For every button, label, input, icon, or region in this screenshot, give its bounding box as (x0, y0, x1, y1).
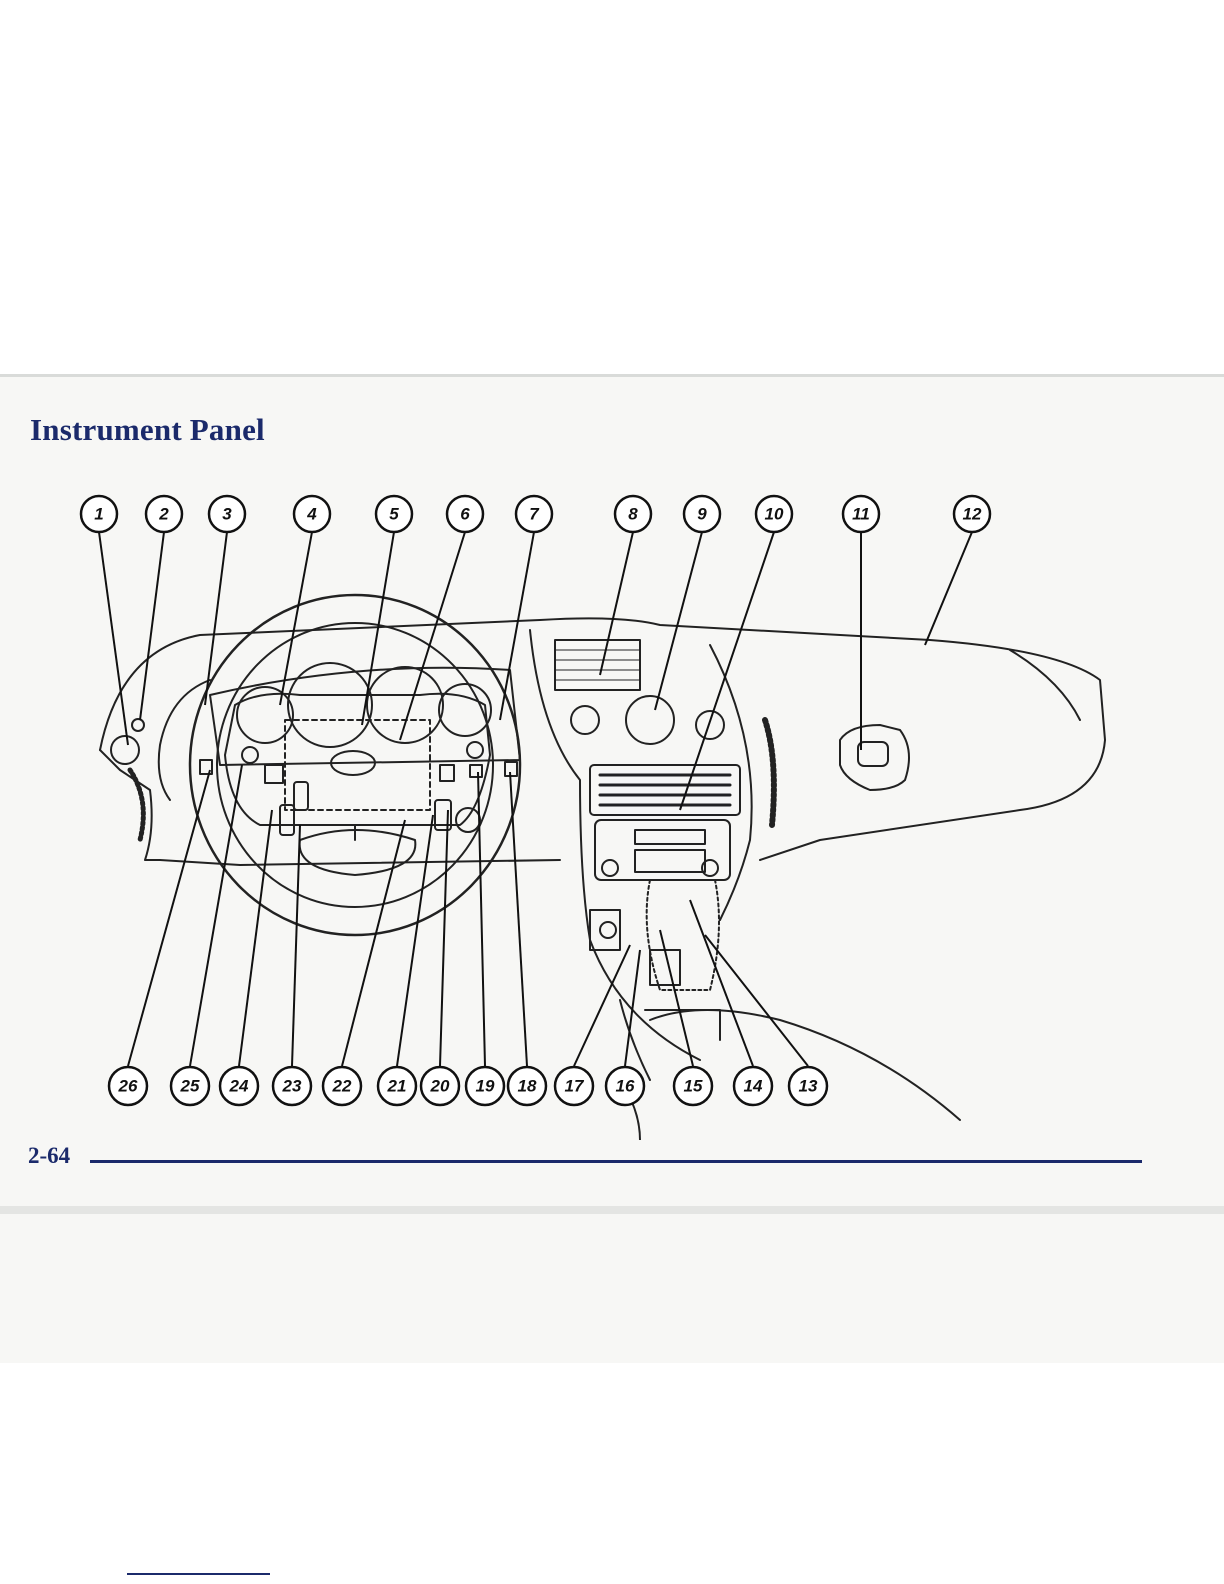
callout-23: 23 (282, 1077, 302, 1096)
callout-19: 19 (476, 1077, 495, 1096)
callout-4: 4 (306, 505, 317, 524)
page-title: Instrument Panel (30, 412, 265, 448)
callout-17: 17 (565, 1077, 585, 1096)
page-number: 2-64 (28, 1143, 70, 1169)
callout-24: 24 (229, 1077, 249, 1096)
callout-25: 25 (180, 1077, 200, 1096)
callout-18: 18 (518, 1077, 537, 1096)
callout-21: 21 (387, 1077, 407, 1096)
callout-14: 14 (744, 1077, 763, 1096)
callout-5: 5 (389, 505, 399, 524)
callout-12: 12 (963, 505, 982, 524)
callout-7: 7 (529, 505, 540, 524)
callout-20: 20 (430, 1077, 450, 1096)
callout-16: 16 (616, 1077, 635, 1096)
callout-26: 26 (118, 1077, 138, 1096)
instrument-panel-diagram: 1 2 3 4 5 6 7 8 9 10 11 12 26 25 24 23 2… (60, 480, 1140, 1140)
callout-1: 1 (94, 505, 103, 524)
callout-11: 11 (852, 505, 870, 524)
footer-link-line[interactable] (127, 1573, 270, 1575)
callout-9: 9 (697, 505, 707, 524)
band-edge (0, 1206, 1224, 1214)
callout-10: 10 (765, 505, 784, 524)
callout-8: 8 (628, 505, 638, 524)
callout-6: 6 (460, 505, 470, 524)
callout-3: 3 (222, 505, 232, 524)
footer-rule (90, 1160, 1142, 1163)
callout-22: 22 (332, 1077, 352, 1096)
callout-13: 13 (799, 1077, 818, 1096)
callout-15: 15 (684, 1077, 703, 1096)
callout-2: 2 (158, 505, 169, 524)
